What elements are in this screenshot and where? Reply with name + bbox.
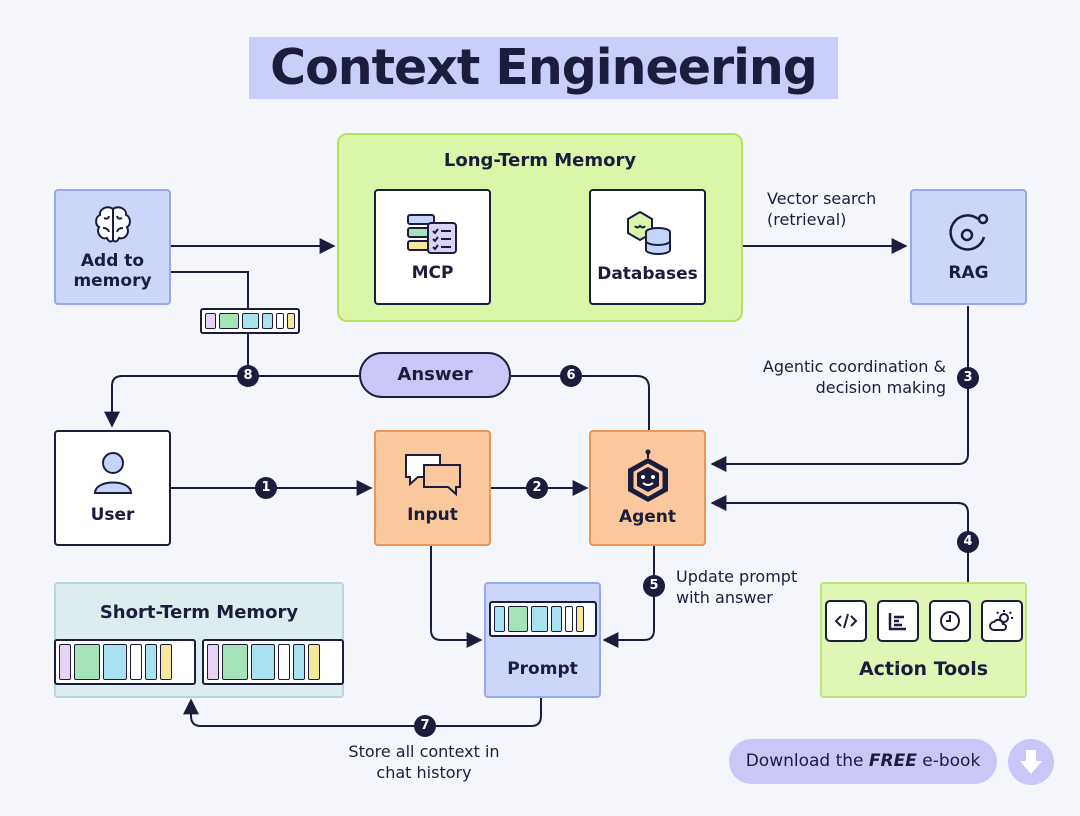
context-segment <box>242 313 259 329</box>
page-title: Context Engineering <box>249 37 838 99</box>
download-button[interactable] <box>1008 739 1054 785</box>
context-segment <box>207 644 219 680</box>
step-badge-8: 8 <box>237 365 259 387</box>
context-segment <box>575 606 584 632</box>
context-segment <box>219 313 239 329</box>
databases-node: Databases <box>589 189 706 305</box>
short-term-memory-group: Short-Term Memory <box>54 582 344 698</box>
context-segment <box>251 644 275 680</box>
edge-agent-answer <box>511 375 650 430</box>
context-segment <box>262 313 273 329</box>
agent-node: Agent <box>589 430 706 546</box>
context-segment <box>550 606 562 632</box>
context-segment <box>160 644 172 680</box>
context-segment <box>103 644 127 680</box>
edge-prompt-to-stm <box>183 698 542 727</box>
edge-agent-to-prompt <box>602 546 655 648</box>
cta-prefix: Download the <box>745 751 869 771</box>
context-segment <box>205 313 216 329</box>
context-segment <box>130 644 142 680</box>
store-context-label: Store all context in chat history <box>348 742 500 782</box>
answer-pill: Answer <box>359 352 511 398</box>
prompt-label: Prompt <box>507 659 578 679</box>
databases-label: Databases <box>597 264 698 284</box>
user-icon <box>93 452 132 494</box>
mcp-label: MCP <box>411 263 454 283</box>
cta-emphasis: FREE <box>868 751 917 771</box>
edge-input-to-prompt <box>430 546 483 648</box>
context-segment <box>222 644 248 680</box>
prompt-strip <box>488 601 597 637</box>
database-icon <box>626 210 671 255</box>
context-segment <box>507 606 528 632</box>
context-segment <box>59 644 71 680</box>
edge-rag-to-agent <box>710 306 969 472</box>
context-segment <box>278 644 290 680</box>
step-badge-2: 2 <box>526 477 548 499</box>
chat-history-strips <box>54 639 344 685</box>
chat-bubbles-icon <box>404 454 461 497</box>
user-label: User <box>90 505 135 525</box>
context-segment <box>530 606 548 632</box>
input-node: Input <box>374 430 491 546</box>
code-icon <box>824 600 867 642</box>
context-strip <box>200 308 300 334</box>
step-badge-6: 6 <box>560 365 582 387</box>
context-segment <box>74 644 100 680</box>
brain-icon <box>94 206 131 243</box>
edge-add-to-user <box>104 271 249 428</box>
context-segment <box>493 606 505 632</box>
add-to-memory-node: Add to memory <box>54 189 171 305</box>
rag-label: RAG <box>948 263 989 283</box>
step-badge-5: 5 <box>643 575 665 597</box>
context-segment <box>564 606 573 632</box>
download-ebook-button[interactable]: Download the FREE e-book <box>729 739 997 784</box>
action-tools-group: Action Tools <box>820 582 1027 698</box>
action-tools-icons <box>824 600 1023 642</box>
step-badge-7: 7 <box>414 715 436 737</box>
agent-label: Agent <box>618 507 677 527</box>
add-to-memory-label: Add to memory <box>73 251 152 291</box>
edge-tools-to-agent <box>710 495 969 582</box>
prompt-node: Prompt <box>484 582 601 698</box>
short-term-memory-title: Short-Term Memory <box>99 602 299 623</box>
long-term-memory-title: Long-Term Memory <box>443 150 637 171</box>
cta-suffix: e-book <box>916 751 981 771</box>
context-segment <box>145 644 157 680</box>
vector-search-label: Vector search (retrieval) <box>767 189 877 229</box>
mcp-node: MCP <box>374 189 491 305</box>
rag-orbit-icon <box>948 213 988 251</box>
layout-icon <box>876 600 919 642</box>
chat-history-strip <box>202 639 344 685</box>
chat-history-strip <box>54 639 196 685</box>
rag-node: RAG <box>910 189 1027 305</box>
context-segment <box>276 313 284 329</box>
step-badge-1: 1 <box>255 477 277 499</box>
input-label: Input <box>407 505 458 525</box>
server-icon <box>406 214 457 254</box>
agentic-coordination-label: Agentic coordination & decision making <box>762 357 946 397</box>
weather-icon <box>980 600 1023 642</box>
action-tools-title: Action Tools <box>858 658 989 680</box>
robot-icon <box>627 449 668 502</box>
step-badge-4: 4 <box>957 531 979 553</box>
download-arrow-icon <box>1020 750 1042 774</box>
clock-icon <box>928 600 971 642</box>
context-segment <box>287 313 295 329</box>
context-segment <box>308 644 320 680</box>
step-badge-3: 3 <box>957 367 979 389</box>
context-segment <box>293 644 305 680</box>
user-node: User <box>54 430 171 546</box>
update-prompt-label: Update prompt with answer <box>676 567 798 607</box>
